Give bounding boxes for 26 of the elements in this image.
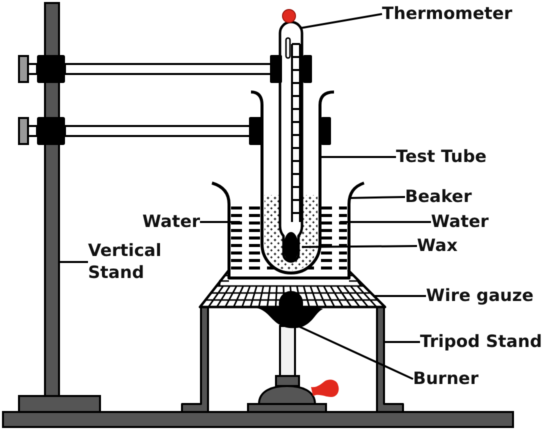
clamp-drawing — [18, 117, 331, 145]
tripod-stand-drawing — [181, 306, 404, 413]
part-label: Water — [431, 211, 489, 233]
part-label: Burner — [413, 368, 478, 390]
leader-line — [302, 245, 418, 248]
part-label: Thermometer — [382, 3, 512, 25]
burner-drawing — [247, 291, 339, 413]
leader-line — [322, 156, 396, 158]
part-label: Vertical Stand — [88, 240, 162, 284]
leader-line — [200, 221, 240, 223]
leader-line — [340, 221, 431, 223]
leader-line — [385, 341, 420, 343]
part-label: Beaker — [405, 186, 472, 208]
part-label: Wire gauze — [426, 285, 534, 307]
clamp-drawing — [18, 55, 312, 83]
leader-line — [373, 295, 426, 297]
part-label: Tripod Stand — [420, 331, 542, 353]
leader-line — [60, 261, 88, 263]
leader-line — [298, 325, 414, 380]
leader-line — [350, 196, 406, 199]
thermometer-drawing — [278, 9, 304, 263]
wire-gauze-drawing — [198, 269, 386, 308]
part-label: Wax — [417, 235, 458, 257]
part-label: Water — [142, 211, 200, 233]
part-label: Test Tube — [396, 146, 487, 168]
leader-line — [300, 13, 382, 29]
